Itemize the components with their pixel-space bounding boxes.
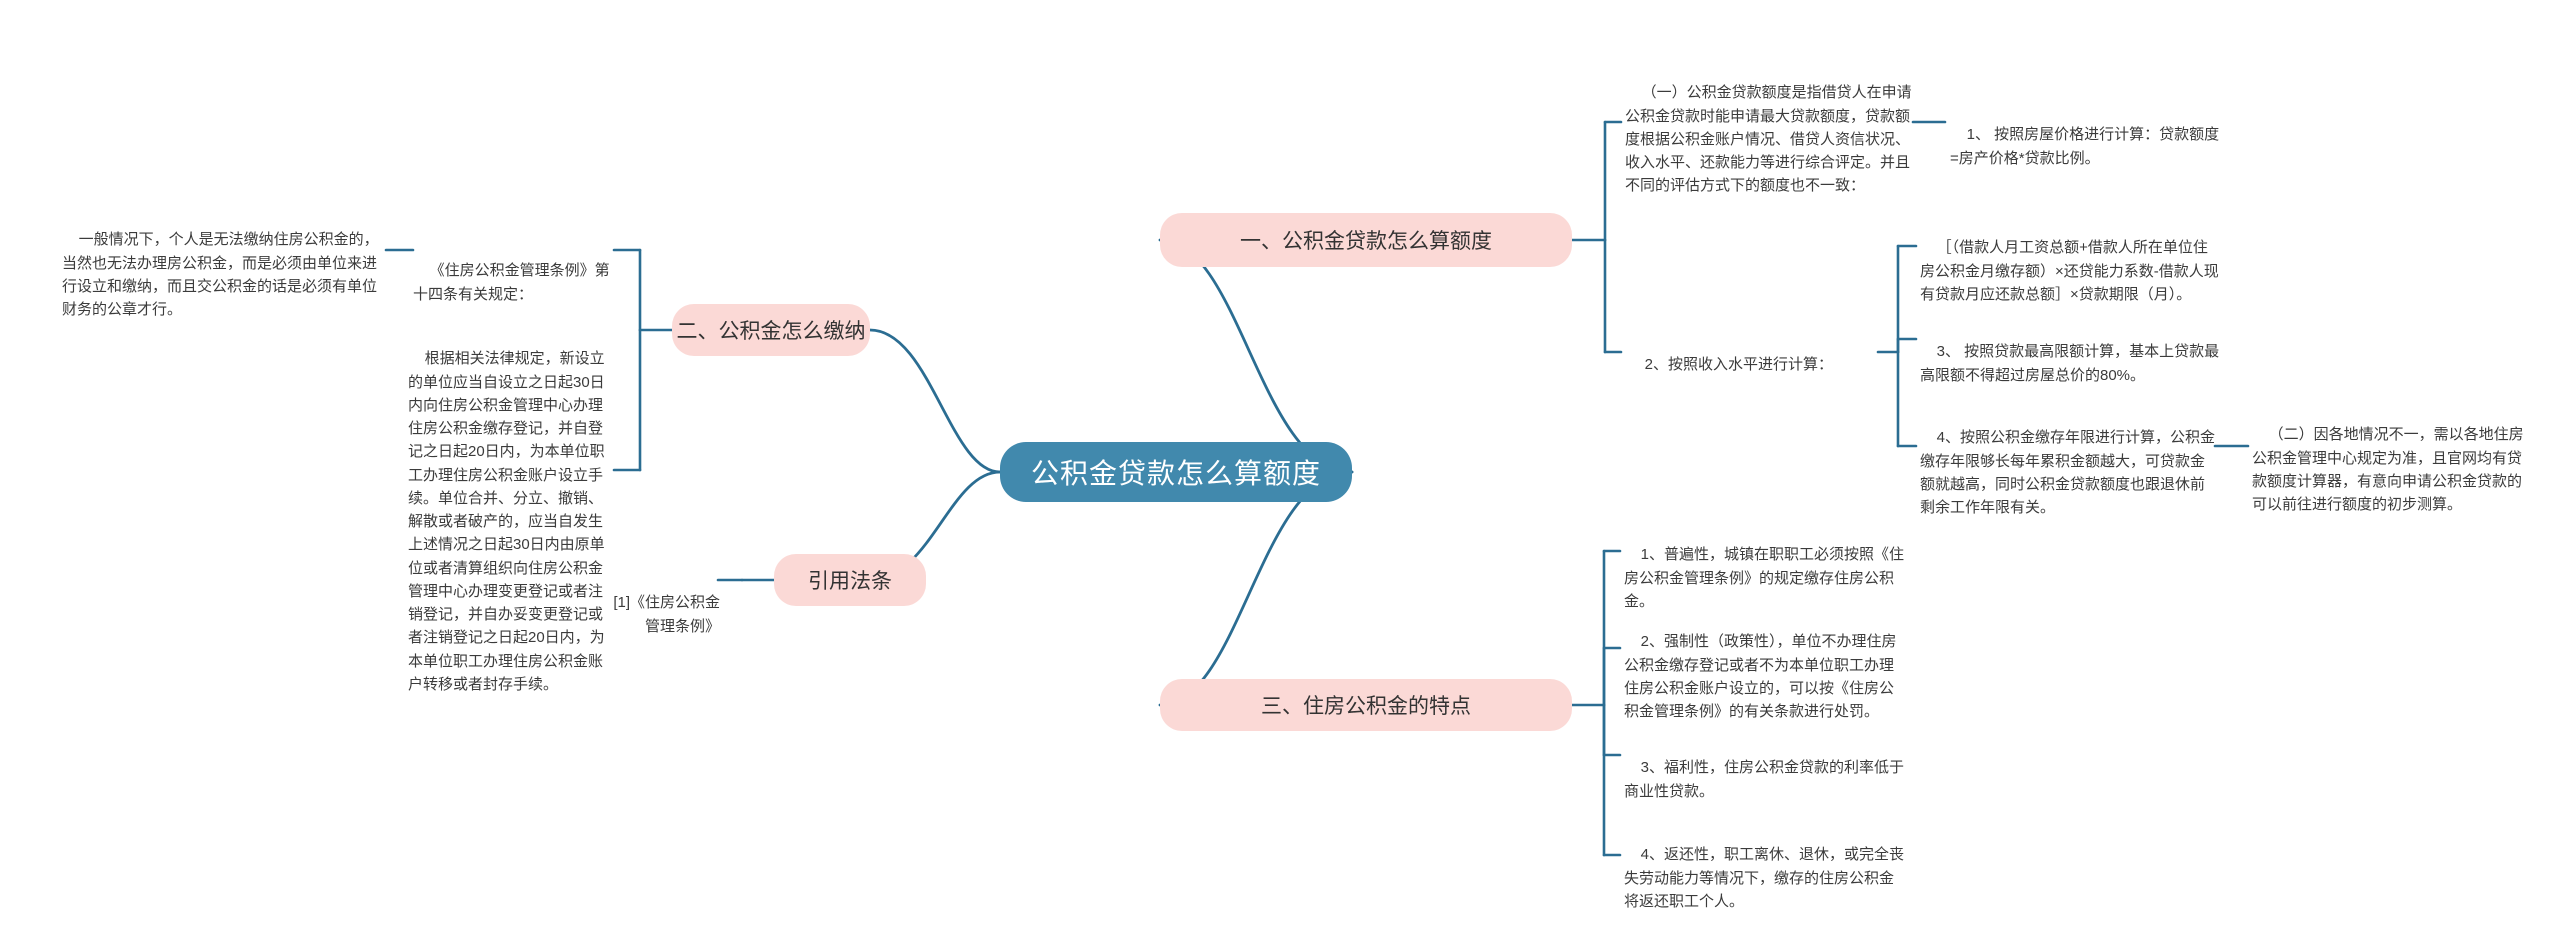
leaf-b1-g4[interactable]: 4、按照公积金缴存年限进行计算，公积金缴存年限够长每年累积金额越大，可贷款金额就… <box>1920 403 2218 543</box>
leaf-b1-child-2[interactable]: 2、按照收入水平进行计算： <box>1628 330 1878 400</box>
leaf-b1-g4-text: 4、按照公积金缴存年限进行计算，公积金缴存年限够长每年累积金额越大，可贷款金额就… <box>1920 429 2216 516</box>
leaf-b1-child-1[interactable]: （一）公积金贷款额度是指借贷人在申请公积金贷款时能申请最大贷款额度，贷款额度根据… <box>1625 58 1915 221</box>
leaf-b2-child-2[interactable]: 根据相关法律规定，新设立的单位应当自设立之日起30日内向住房公积金管理中心办理住… <box>408 324 614 719</box>
leaf-b1-child-2-text: 2、按照收入水平进行计算： <box>1644 356 1834 374</box>
leaf-b1-g3-text: 3、 按照贷款最高限额计算，基本上贷款最高限额不得超过房屋总价的80%。 <box>1920 343 2220 384</box>
leaf-b3-child-2[interactable]: 2、强制性（政策性），单位不办理住房公积金缴存登记或者不为本单位职工办理住房公积… <box>1624 607 1908 747</box>
leaf-citation-child-1-text: [1]《住房公积金管理条例》 <box>613 594 720 635</box>
leaf-far-right-1[interactable]: （二）因各地情况不一，需以各地住房公积金管理中心规定为准，且官网均有贷款额度计算… <box>2252 400 2530 540</box>
leaf-b3-child-4[interactable]: 4、返还性，职工离休、退休，或完全丧失劳动能力等情况下，缴存的住房公积金将返还职… <box>1624 820 1908 936</box>
leaf-b1-g2-text: ［（借款人月工资总额+借款人所在单位住房公积金月缴存额）×还贷能力系数-借款人现… <box>1920 239 2219 303</box>
leaf-b1-g3[interactable]: 3、 按照贷款最高限额计算，基本上贷款最高限额不得超过房屋总价的80%。 <box>1920 317 2220 410</box>
leaf-b2-child-2-text: 根据相关法律规定，新设立的单位应当自设立之日起30日内向住房公积金管理中心办理住… <box>408 350 605 693</box>
branch-node-citation[interactable]: 引用法条 <box>774 554 926 606</box>
branch-node-2[interactable]: 二、公积金怎么缴纳 <box>672 304 870 356</box>
leaf-b3-child-2-text: 2、强制性（政策性），单位不办理住房公积金缴存登记或者不为本单位职工办理住房公积… <box>1624 633 1897 720</box>
branch-node-3-label: 三、住房公积金的特点 <box>1261 695 1471 718</box>
leaf-b3-child-1[interactable]: 1、普遍性，城镇在职职工必须按照《住房公积金管理条例》的规定缴存住房公积金。 <box>1624 520 1908 636</box>
branch-node-citation-label: 引用法条 <box>808 570 892 593</box>
root-node[interactable]: 公积金贷款怎么算额度 <box>1000 442 1352 502</box>
leaf-b3-child-3-text: 3、福利性，住房公积金贷款的利率低于商业性贷款。 <box>1624 759 1905 800</box>
leaf-b2-child-1-text: 《住房公积金管理条例》第十四条有关规定： <box>413 262 610 303</box>
branch-node-1-label: 一、公积金贷款怎么算额度 <box>1240 230 1492 253</box>
leaf-citation-child-1[interactable]: [1]《住房公积金管理条例》 <box>596 568 720 661</box>
branch-node-1[interactable]: 一、公积金贷款怎么算额度 <box>1160 213 1572 267</box>
leaf-b3-child-3[interactable]: 3、福利性，住房公积金贷款的利率低于商业性贷款。 <box>1624 733 1908 826</box>
branch-node-3[interactable]: 三、住房公积金的特点 <box>1160 679 1572 731</box>
leaf-b3-child-4-text: 4、返还性，职工离休、退休，或完全丧失劳动能力等情况下，缴存的住房公积金将返还职… <box>1624 846 1905 910</box>
leaf-b1-g1[interactable]: 1、 按照房屋价格进行计算：贷款额度=房产价格*贷款比例。 <box>1950 100 2220 193</box>
leaf-b1-g2[interactable]: ［（借款人月工资总额+借款人所在单位住房公积金月缴存额）×还贷能力系数-借款人现… <box>1920 213 2220 329</box>
leaf-b2-child-1[interactable]: 《住房公积金管理条例》第十四条有关规定： <box>413 236 613 329</box>
leaf-b1-child-1-text: （一）公积金贷款额度是指借贷人在申请公积金贷款时能申请最大贷款额度，贷款额度根据… <box>1625 84 1912 195</box>
root-node-label: 公积金贷款怎么算额度 <box>1030 458 1321 489</box>
leaf-b1-g1-text: 1、 按照房屋价格进行计算：贷款额度=房产价格*贷款比例。 <box>1950 126 2220 167</box>
leaf-b3-child-1-text: 1、普遍性，城镇在职职工必须按照《住房公积金管理条例》的规定缴存住房公积金。 <box>1624 546 1905 610</box>
leaf-far-right-1-text: （二）因各地情况不一，需以各地住房公积金管理中心规定为准，且官网均有贷款额度计算… <box>2252 426 2524 513</box>
branch-node-2-label: 二、公积金怎么缴纳 <box>676 320 866 343</box>
leaf-b2-g1[interactable]: 一般情况下，个人是无法缴纳住房公积金的，当然也无法办理房公积金，而是必须由单位来… <box>62 205 384 345</box>
leaf-b2-g1-text: 一般情况下，个人是无法缴纳住房公积金的，当然也无法办理房公积金，而是必须由单位来… <box>62 231 379 318</box>
